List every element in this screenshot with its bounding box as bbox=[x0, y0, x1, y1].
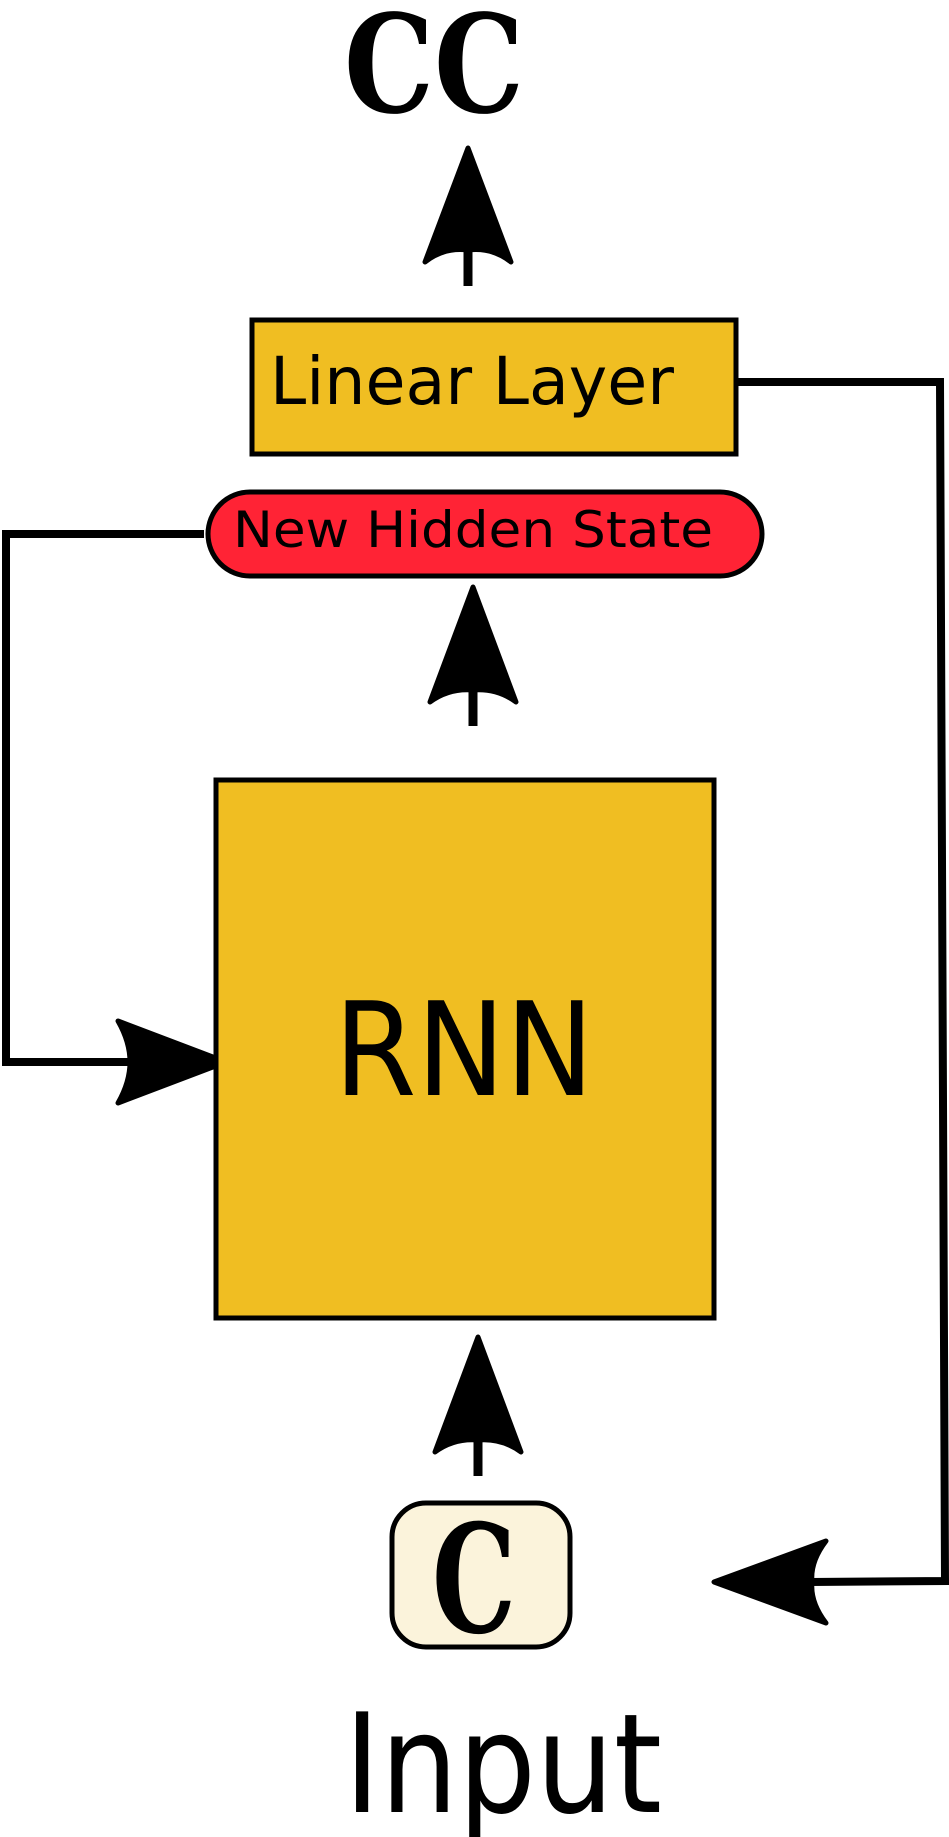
input-char: C bbox=[432, 1492, 516, 1668]
arrow-input-to-rnn bbox=[432, 1334, 524, 1476]
arrow-linear-to-input bbox=[711, 378, 949, 1626]
linear-layer-rect bbox=[249, 317, 739, 457]
input-label: Input bbox=[344, 1684, 662, 1837]
output-text: CC bbox=[344, 0, 524, 145]
input-char-rect bbox=[389, 1500, 573, 1650]
linear-layer-box: Linear Layer bbox=[249, 317, 739, 457]
hidden-state-label: New Hidden State bbox=[233, 501, 713, 559]
hidden-state-rect bbox=[205, 489, 765, 579]
arrow-linear-to-output bbox=[422, 145, 514, 286]
hidden-state-pill: New Hidden State bbox=[205, 489, 765, 579]
rnn-label: RNN bbox=[334, 974, 594, 1126]
rnn-rect bbox=[213, 777, 717, 1321]
arrow-rnn-to-hidden bbox=[427, 584, 519, 726]
input-char-box: C bbox=[389, 1492, 573, 1668]
arrow-hidden-to-rnn bbox=[2, 530, 229, 1106]
rnn-box: RNN bbox=[213, 777, 717, 1321]
linear-layer-label: Linear Layer bbox=[270, 343, 675, 420]
